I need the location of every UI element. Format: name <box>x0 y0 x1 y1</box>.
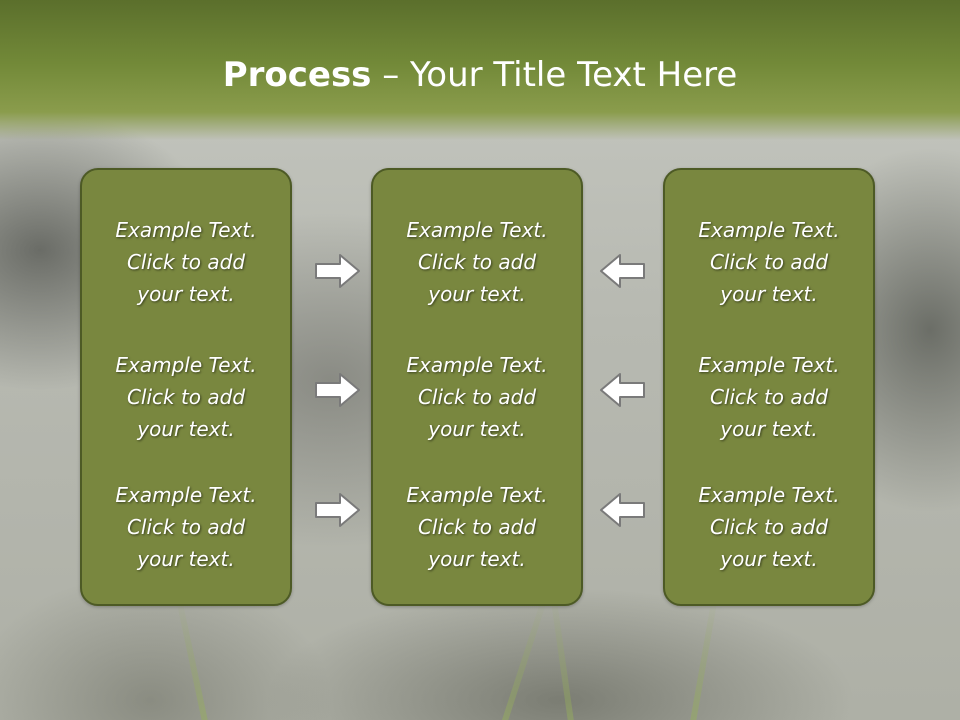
title-rest: – Your Title Text Here <box>371 55 738 95</box>
text-line: Click to add <box>709 250 829 274</box>
text-line: your text. <box>137 282 235 306</box>
text-line: Example Text. <box>406 483 548 507</box>
arrow-right-icon[interactable] <box>314 252 362 290</box>
text-line: Click to add <box>709 515 829 539</box>
text-line: Click to add <box>417 515 537 539</box>
text-line: your text. <box>720 282 818 306</box>
text-line: your text. <box>428 547 526 571</box>
arrow-left-icon[interactable] <box>598 252 646 290</box>
text-line: Example Text. <box>406 353 548 377</box>
title-band <box>0 0 960 140</box>
text-line: Click to add <box>417 250 537 274</box>
text-line: Click to add <box>126 250 246 274</box>
text-line: your text. <box>137 547 235 571</box>
arrow-left-icon[interactable] <box>598 491 646 529</box>
leaf <box>174 591 212 720</box>
text-line: Example Text. <box>115 353 257 377</box>
arrow-left-icon[interactable] <box>598 371 646 409</box>
panel-text-block[interactable]: Example Text. Click to add your text. <box>665 479 873 575</box>
text-line: your text. <box>428 417 526 441</box>
text-line: Example Text. <box>698 483 840 507</box>
title-bold: Process <box>222 55 372 95</box>
text-line: Example Text. <box>406 218 548 242</box>
text-line: Click to add <box>709 385 829 409</box>
panel-text-block[interactable]: Example Text. Click to add your text. <box>82 479 290 575</box>
panel-text-block[interactable]: Example Text. Click to add your text. <box>82 214 290 310</box>
panel-text-block[interactable]: Example Text. Click to add your text. <box>373 479 581 575</box>
leaf <box>549 590 577 720</box>
process-panel-left[interactable]: Example Text. Click to add your text. Ex… <box>80 168 292 606</box>
text-line: your text. <box>137 417 235 441</box>
text-line: your text. <box>720 547 818 571</box>
text-line: Example Text. <box>115 218 257 242</box>
slide-title[interactable]: Process – Your Title Text Here <box>0 54 960 96</box>
arrow-right-icon[interactable] <box>314 491 362 529</box>
leaf <box>687 590 719 720</box>
panel-text-block[interactable]: Example Text. Click to add your text. <box>665 214 873 310</box>
process-panel-right[interactable]: Example Text. Click to add your text. Ex… <box>663 168 875 606</box>
text-line: Example Text. <box>698 353 840 377</box>
panel-text-block[interactable]: Example Text. Click to add your text. <box>373 214 581 310</box>
text-line: your text. <box>720 417 818 441</box>
panel-text-block[interactable]: Example Text. Click to add your text. <box>373 349 581 445</box>
leaf <box>496 592 550 720</box>
arrow-right-icon[interactable] <box>314 371 362 409</box>
text-line: Click to add <box>126 385 246 409</box>
panel-text-block[interactable]: Example Text. Click to add your text. <box>82 349 290 445</box>
text-line: Example Text. <box>115 483 257 507</box>
process-panel-center[interactable]: Example Text. Click to add your text. Ex… <box>371 168 583 606</box>
text-line: Example Text. <box>698 218 840 242</box>
text-line: your text. <box>428 282 526 306</box>
text-line: Click to add <box>417 385 537 409</box>
panel-text-block[interactable]: Example Text. Click to add your text. <box>665 349 873 445</box>
text-line: Click to add <box>126 515 246 539</box>
